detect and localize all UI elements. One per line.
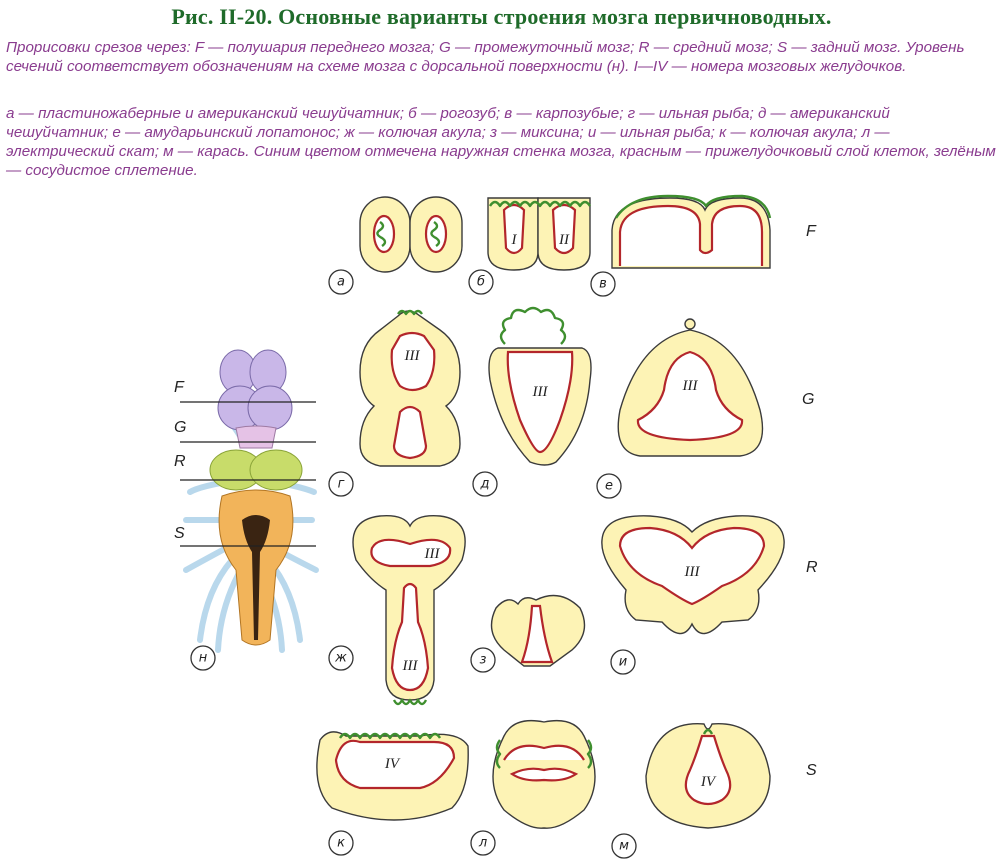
svg-text:л: л — [478, 836, 487, 851]
section-i: III — [601, 515, 785, 635]
svg-text:е: е — [605, 479, 613, 494]
svg-text:н: н — [199, 651, 208, 666]
panel-label-l: л — [470, 830, 496, 856]
panel-label-d: д — [472, 471, 498, 497]
panel-label-k: к — [328, 830, 354, 856]
ventricle-label-III-d: III — [532, 384, 549, 400]
section-e: III — [617, 318, 764, 457]
ventricle-label-I: I — [511, 232, 518, 248]
level-label-G: G — [174, 419, 186, 436]
section-k: IV — [316, 731, 469, 821]
panel-label-g: г — [328, 471, 354, 497]
ventricle-label-III-zh1: III — [424, 546, 441, 562]
section-m: IV — [645, 723, 771, 829]
svg-text:в: в — [599, 277, 607, 292]
panel-label-z: з — [470, 647, 496, 673]
svg-text:ж: ж — [334, 651, 347, 666]
section-g: III — [359, 309, 461, 467]
ventricle-label-IV-k: IV — [384, 756, 401, 772]
panel-label-a: а — [328, 269, 354, 295]
section-b: I II — [487, 197, 592, 271]
section-a — [359, 196, 463, 273]
svg-text:б: б — [477, 275, 485, 290]
brain-dorsal-scheme: F G R S — [174, 349, 319, 653]
row-label-F: F — [806, 223, 817, 240]
panel-label-i: и — [610, 649, 636, 675]
svg-text:м: м — [619, 839, 629, 854]
ventricle-label-IV-m: IV — [700, 774, 717, 790]
level-label-S: S — [174, 525, 185, 542]
ventricle-label-III-e: III — [682, 378, 699, 394]
ventricle-label-II: II — [558, 232, 570, 248]
row-label-S: S — [806, 762, 817, 779]
section-d: III — [488, 306, 592, 466]
section-v — [611, 194, 772, 269]
svg-text:к: к — [337, 836, 345, 851]
section-l — [492, 719, 596, 829]
caption-sections: Прорисовки срезов через: F — полушария п… — [6, 39, 965, 75]
row-label-G: G — [802, 391, 814, 408]
row-label-R: R — [806, 559, 818, 576]
ventricle-label-III-zh2: III — [402, 658, 419, 674]
svg-text:г: г — [338, 477, 345, 492]
panel-label-n: н — [190, 645, 216, 671]
ventricle-label-III-g: III — [404, 348, 421, 364]
svg-text:з: з — [480, 653, 487, 668]
panel-label-v: в — [590, 271, 616, 297]
level-label-F: F — [174, 379, 185, 396]
svg-text:а: а — [337, 275, 345, 290]
panel-label-e: е — [596, 473, 622, 499]
section-z — [490, 594, 586, 667]
ventricle-label-III-i: III — [684, 564, 701, 580]
panel-label-zh: ж — [328, 645, 354, 671]
svg-text:д: д — [480, 477, 490, 492]
level-label-R: R — [174, 453, 186, 470]
panel-label-b: б — [468, 269, 494, 295]
svg-text:и: и — [619, 655, 627, 670]
caption-species: а — пластиножаберные и американский чешу… — [6, 105, 996, 179]
figure-title: Рис. II-20. Основные варианты строения м… — [171, 4, 832, 29]
section-zh: III III — [352, 515, 466, 706]
panel-label-m: м — [611, 833, 637, 859]
